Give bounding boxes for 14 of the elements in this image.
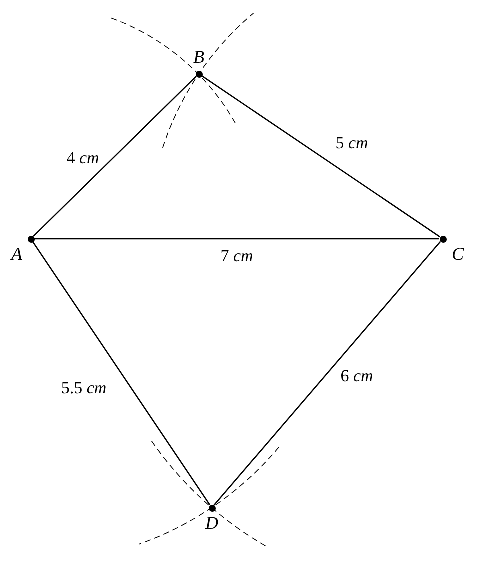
point-label: B <box>194 48 204 66</box>
length-label: 5 cm <box>336 134 368 152</box>
line-segment <box>202 75 440 238</box>
line-segment <box>214 241 442 506</box>
length-label: 5.5 cm <box>61 380 107 396</box>
point-label: C <box>452 245 464 263</box>
length-label: 4 cm <box>66 150 100 166</box>
line-segment <box>34 238 440 240</box>
line-segment <box>33 76 197 238</box>
line-segment <box>32 242 211 506</box>
point-label: A <box>12 245 22 263</box>
length-label: 6 cm <box>340 368 374 384</box>
length-label: 7 cm <box>220 248 254 264</box>
point-label: D <box>206 514 218 532</box>
